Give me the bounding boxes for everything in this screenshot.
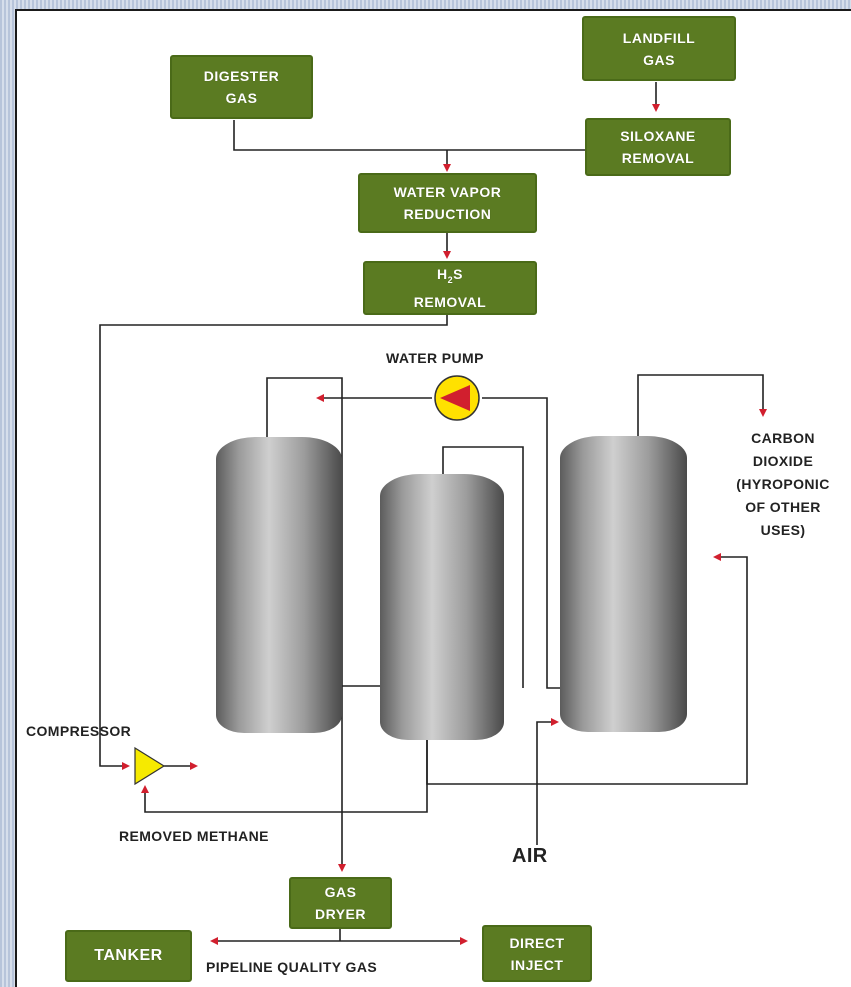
pump-to-tank3-line — [482, 397, 562, 689]
compressor-label: COMPRESSOR — [26, 723, 132, 739]
co2-outlet-arrow — [637, 374, 767, 437]
digester-line — [233, 120, 585, 151]
absorber-tank-1 — [216, 437, 342, 733]
absorber-tank-2 — [380, 474, 504, 740]
h2s-removal-box: H2S REMOVAL — [363, 261, 537, 315]
water-pump-icon — [434, 375, 480, 421]
air-arrow — [536, 718, 559, 845]
pipeline-quality-gas-label: PIPELINE QUALITY GAS — [206, 959, 378, 975]
removed-methane-return — [141, 740, 428, 813]
tank2-loop — [442, 446, 524, 688]
tank3-return-arrow — [426, 553, 748, 785]
air-label: AIR — [512, 845, 548, 867]
water-pump-label: WATER PUMP — [386, 350, 484, 366]
tanker-box: TANKER — [65, 930, 192, 982]
compressor-icon — [134, 746, 166, 786]
carbon-dioxide-label: CARBON DIOXIDE (HYROPONIC OF OTHER USES) — [736, 430, 830, 538]
h2s-to-compressor-line — [99, 315, 448, 770]
stripper-tank-3 — [560, 436, 687, 732]
removed-methane-label: REMOVED METHANE — [119, 828, 269, 844]
tank1-loop — [266, 377, 343, 867]
